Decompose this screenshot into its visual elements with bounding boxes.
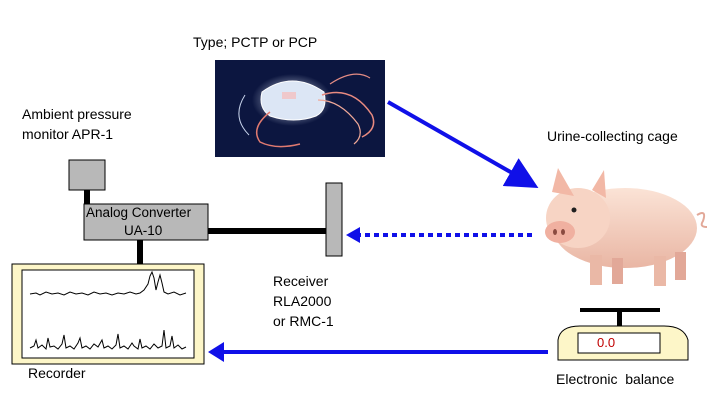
electronic-balance-icon xyxy=(557,308,689,361)
ambient-pressure-monitor xyxy=(68,159,106,191)
telemetry-arrowhead xyxy=(346,227,360,243)
balance-data-arrowhead xyxy=(208,342,224,362)
pig-icon xyxy=(545,168,708,286)
transmitter-photo xyxy=(215,60,385,157)
receiver-label-line1: Receiver xyxy=(273,273,329,289)
balance-display xyxy=(577,332,661,354)
converter-label-line1: Analog Converter xyxy=(86,205,192,220)
converter-label-line2: UA-10 xyxy=(124,223,163,238)
recorder-trace-top xyxy=(29,270,187,296)
recorder-panel xyxy=(11,263,205,365)
receiver-label-line2: RLA2000 xyxy=(273,293,332,309)
ambient-monitor-label-line1: Ambient pressure xyxy=(22,106,132,122)
implant-arrow xyxy=(387,100,539,188)
converter-receiver-cable xyxy=(208,228,326,234)
balance-reading: 0.0 xyxy=(597,335,616,350)
receiver-label-line3: or RMC-1 xyxy=(273,313,334,329)
recorder-trace-bottom xyxy=(29,329,187,351)
receiver-unit xyxy=(325,182,343,257)
balance-label: Electronic balance xyxy=(556,371,675,387)
recorder-label: Recorder xyxy=(28,365,86,381)
converter-recorder-cable xyxy=(137,240,143,264)
cage-label: Urine-collecting cage xyxy=(547,128,678,144)
transmitter-type-label: Type; PCTP or PCP xyxy=(193,34,318,50)
monitor-connector xyxy=(84,190,90,204)
ambient-monitor-label-line2: monitor APR-1 xyxy=(22,126,114,142)
analog-converter-box xyxy=(83,203,209,241)
